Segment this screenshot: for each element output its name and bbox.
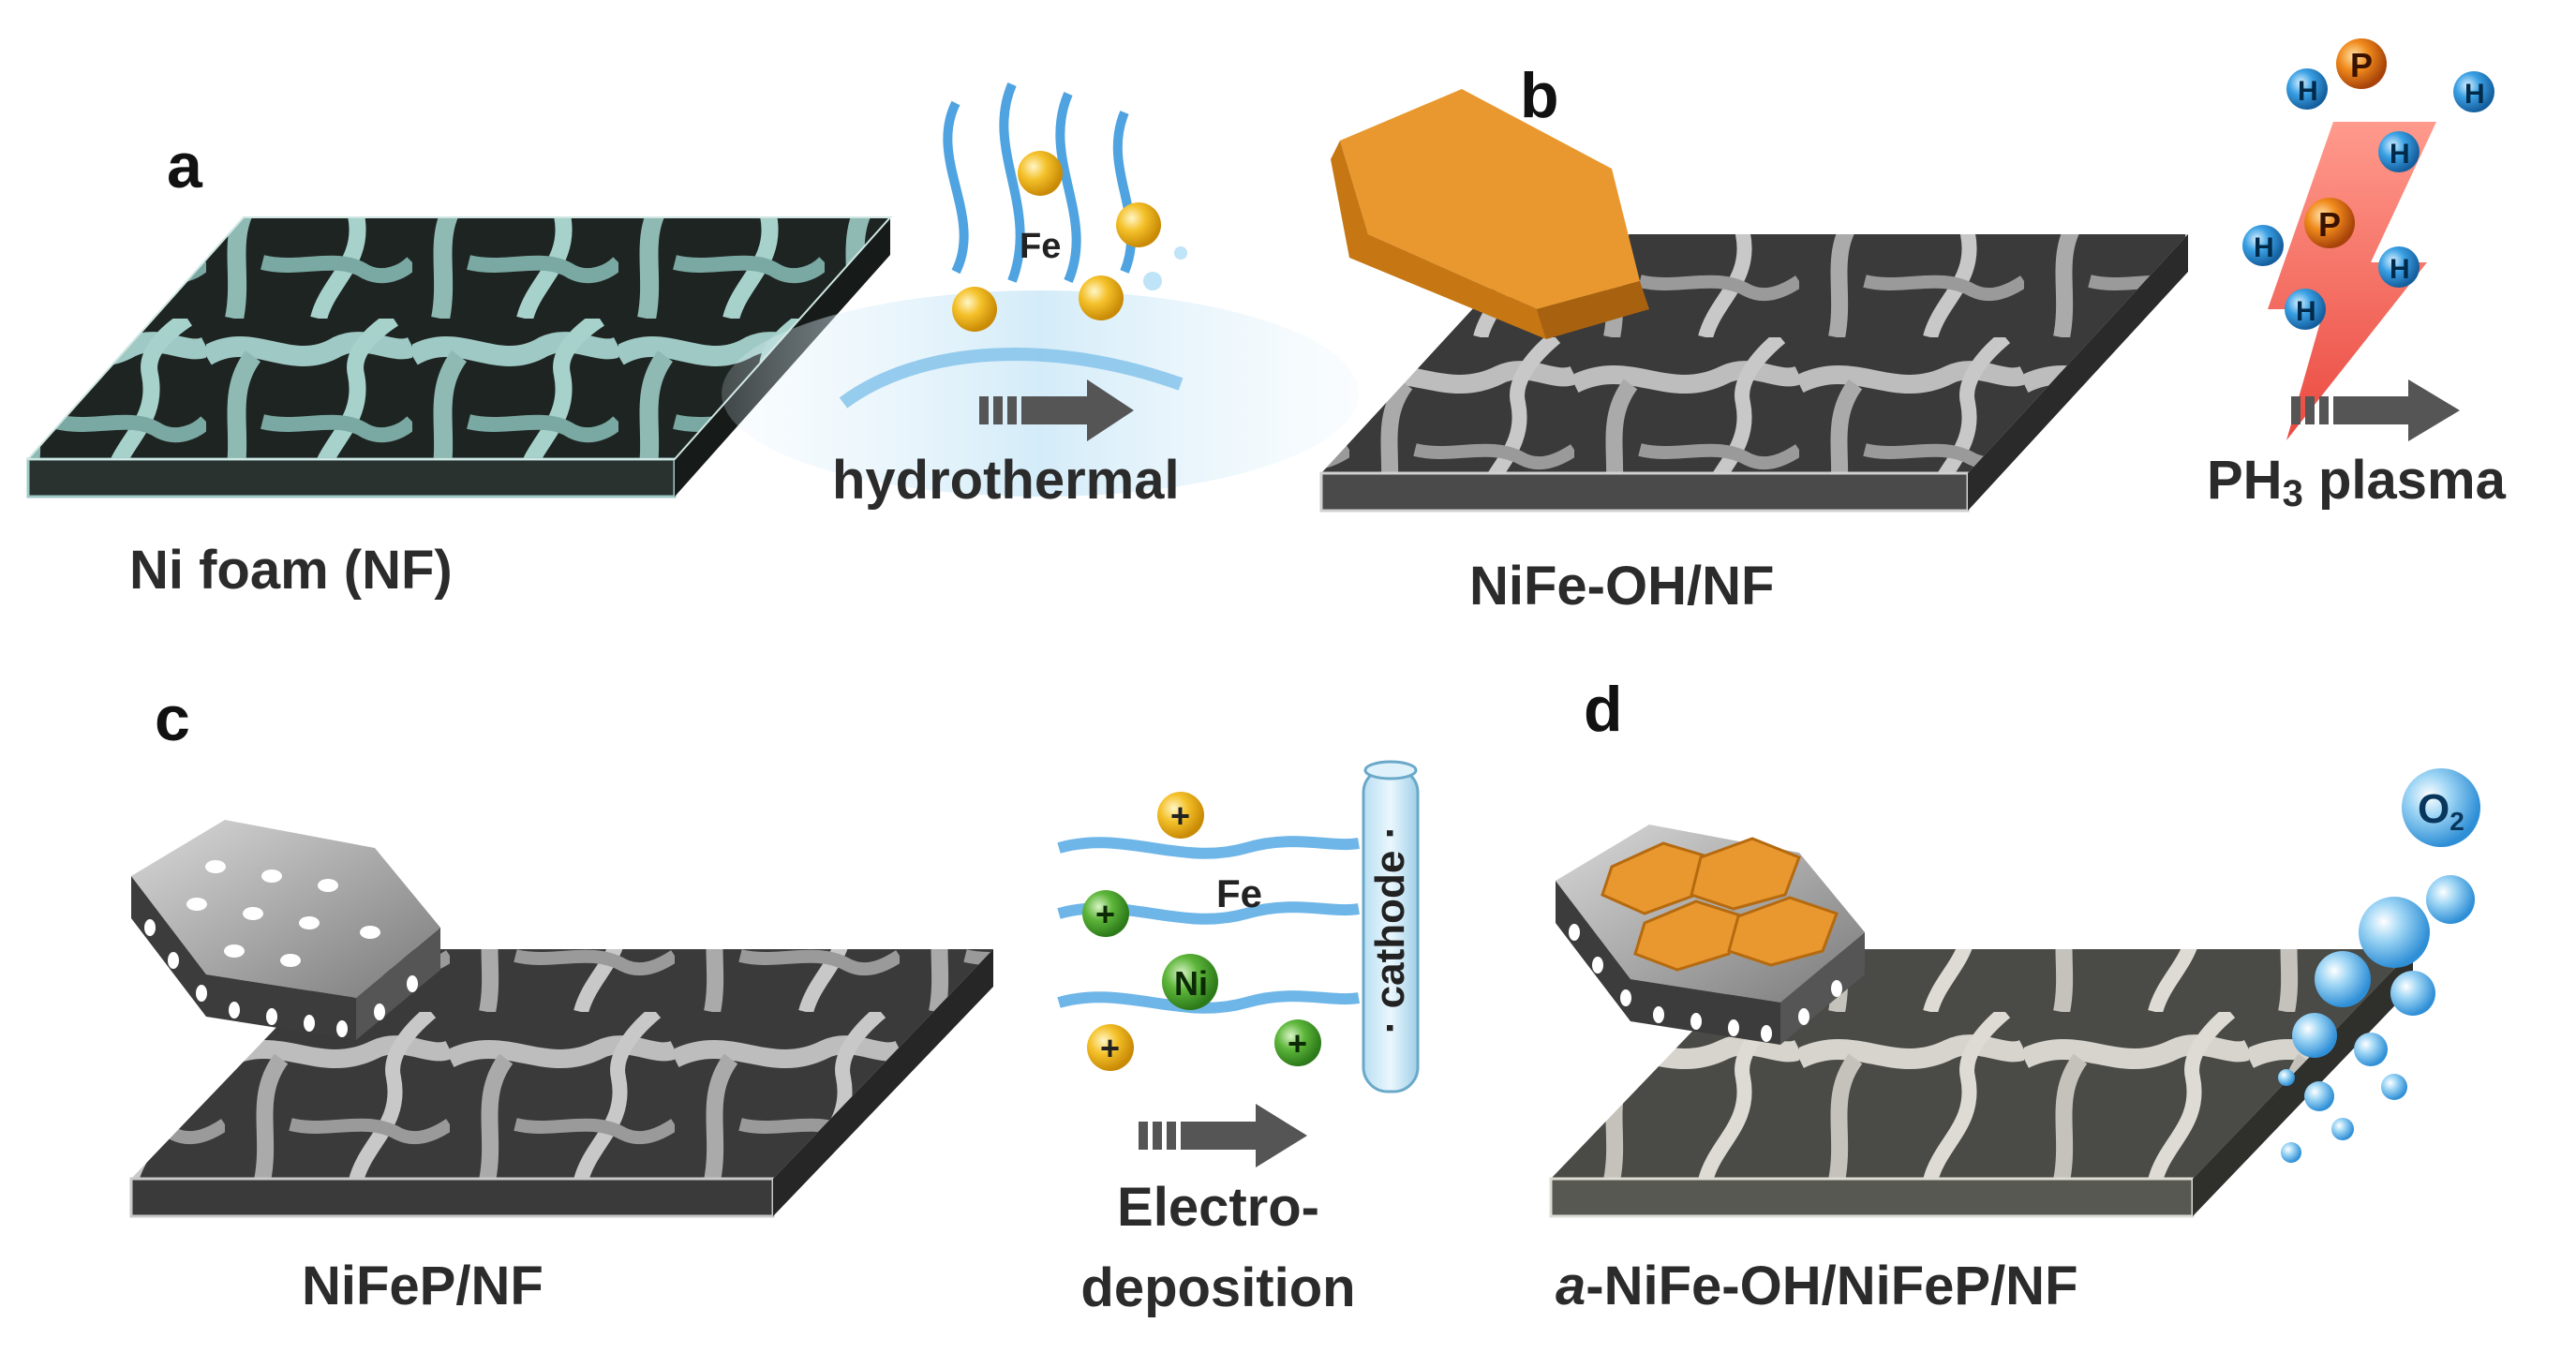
ion-group: + + + + Fe Ni: [1082, 792, 1321, 1071]
ph3-atom-labels: P P H H H H H H: [2254, 46, 2485, 327]
nifep-label: NiFeP/NF: [302, 1256, 543, 1316]
hydrothermal-arrow: [979, 379, 1134, 441]
plasma-arrow: [2291, 379, 2460, 441]
ph3-molecule-lower: [2242, 198, 2420, 330]
final-label: a-NiFe-OH/NiFeP/NF: [1556, 1256, 2078, 1316]
ni-label: Ni: [1174, 964, 1208, 1003]
fe-label: Fe: [1020, 227, 1061, 266]
core-shell-nanosheet: [1556, 825, 1865, 1045]
nife-oh-nanosheet: [1331, 89, 1649, 339]
h-label: H: [2390, 139, 2410, 170]
fe-ion-group: Fe: [952, 151, 1161, 332]
panel-label-a: a: [167, 130, 203, 201]
h-label: H: [2254, 232, 2274, 263]
nife-oh-label: NiFe-OH/NF: [1469, 556, 1774, 617]
electrodeposition-arrow: [1139, 1104, 1307, 1167]
nifep-porous-nanosheet: [131, 820, 440, 1040]
cathode-label: · cathode ·: [1367, 825, 1413, 1033]
plus-sign: +: [1170, 796, 1190, 835]
electrodeposition-label-line1: Electro-: [1117, 1177, 1319, 1238]
ph3-molecule-upper: [2286, 38, 2494, 172]
p-label: P: [2318, 205, 2341, 244]
ph3-plasma-label: PH3 plasma: [2207, 450, 2507, 514]
amorphous-shell-tiles: [1601, 837, 1839, 972]
p-label: P: [2350, 46, 2373, 84]
fe-label: Fe: [1216, 871, 1262, 915]
hydrothermal-splash: [722, 82, 1359, 497]
h-label: H: [2464, 79, 2485, 110]
panel-label-b: b: [1520, 60, 1559, 131]
panel-label-d: d: [1584, 674, 1623, 745]
cathode-rod: · cathode ·: [1362, 760, 1420, 1093]
h-label: H: [2296, 296, 2316, 327]
ni-foam-label: Ni foam (NF): [129, 540, 453, 601]
electrodeposition-label-line2: deposition: [1080, 1257, 1355, 1318]
plasma-lightning: [2268, 122, 2436, 440]
plus-sign: +: [1095, 895, 1115, 933]
plus-sign: +: [1100, 1029, 1120, 1067]
plus-sign: +: [1288, 1024, 1307, 1063]
oxygen-bubbles: [2278, 768, 2480, 1163]
h-label: H: [2390, 254, 2410, 285]
panel-label-c: c: [155, 683, 190, 754]
h-label: H: [2298, 76, 2318, 107]
hydrothermal-label: hydrothermal: [832, 450, 1180, 511]
o2-label: O2: [2418, 786, 2464, 836]
